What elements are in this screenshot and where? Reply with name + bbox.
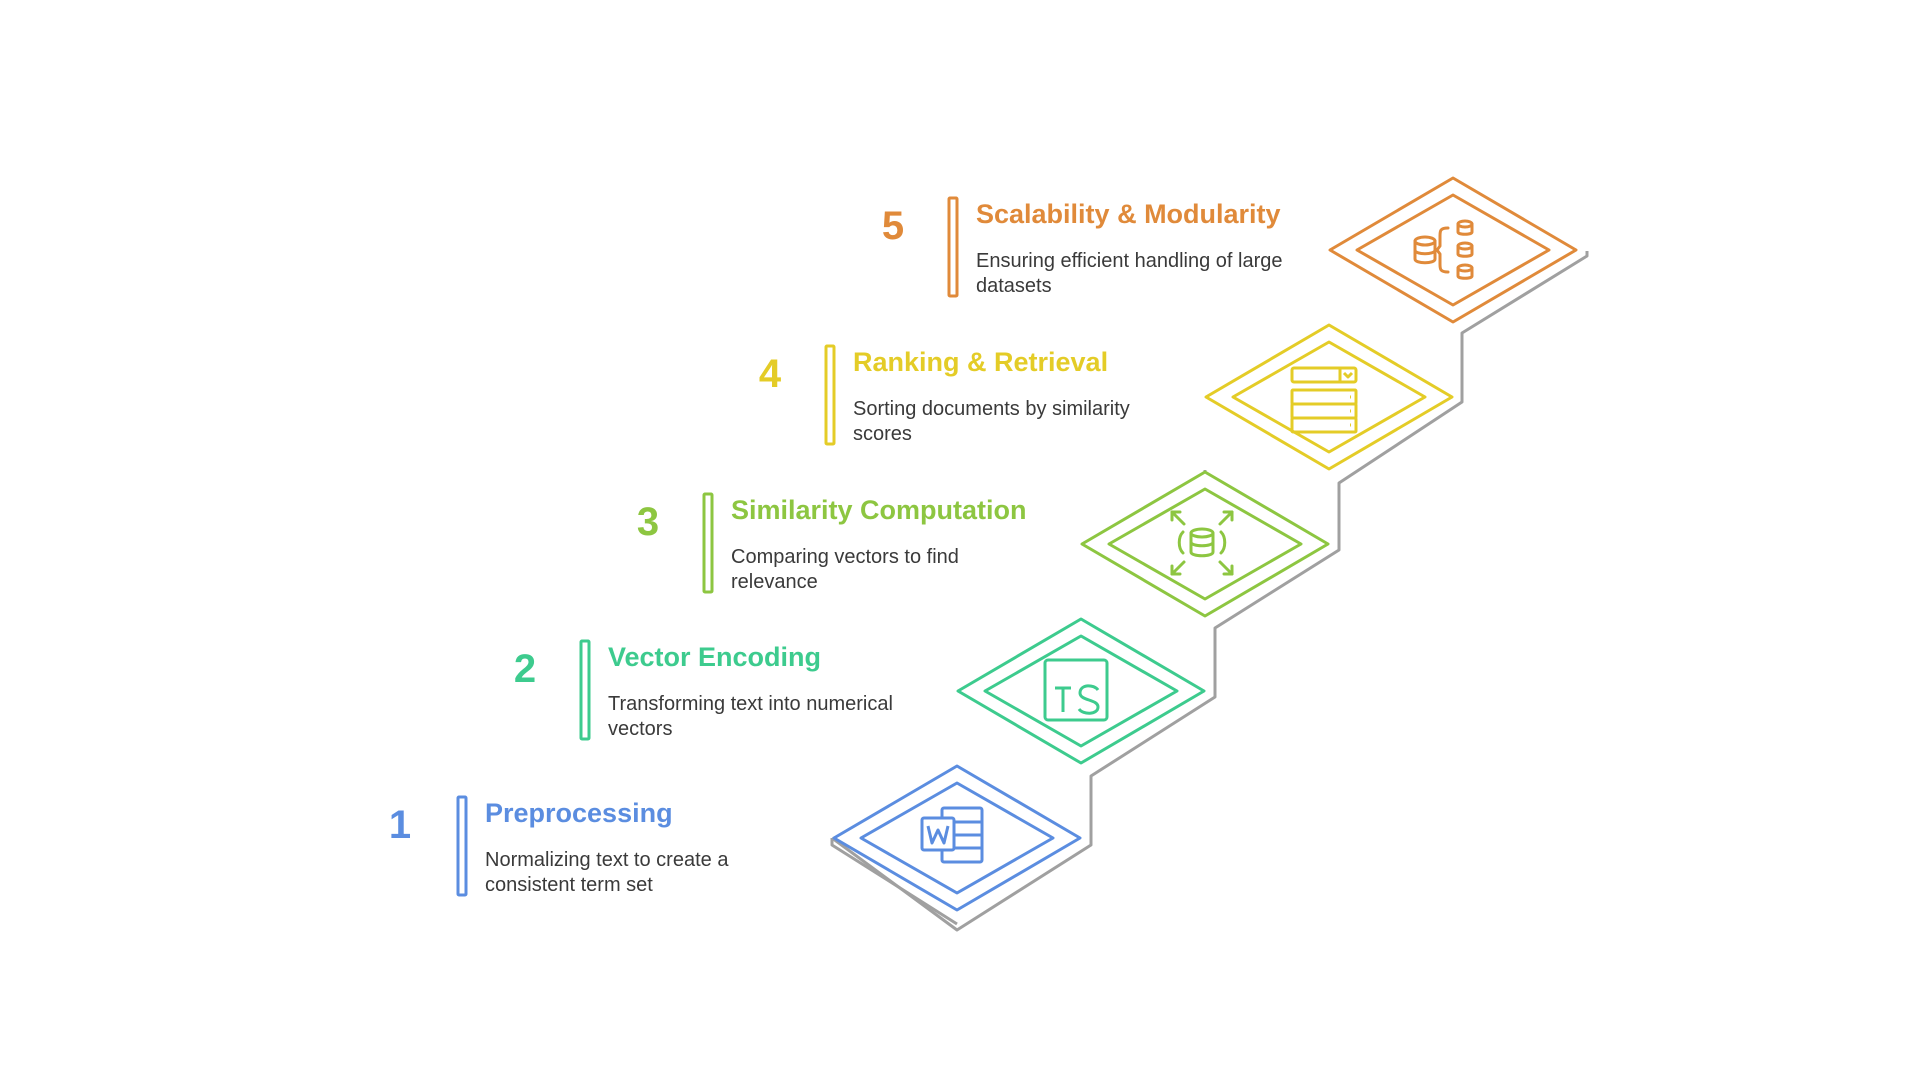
platform-outer-diamond (832, 764, 1082, 912)
platform-inner-diamond (1355, 193, 1551, 307)
step-accent-bar (702, 492, 714, 594)
platform-inner-diamond (983, 634, 1179, 748)
platform-outer-diamond (1328, 176, 1578, 324)
step-description-line: datasets (976, 275, 1052, 297)
step-number: 2 (514, 647, 536, 691)
database-hierarchy-icon (1413, 219, 1474, 280)
platform-outer-diamond (1204, 323, 1454, 471)
step-description-line: Transforming text into numerical (608, 693, 893, 715)
step-title: Similarity Computation (731, 495, 1027, 525)
step-description-line: Normalizing text to create a (485, 849, 729, 871)
step-description-line: vectors (608, 718, 672, 740)
step-title: Vector Encoding (608, 642, 821, 672)
step-title: Ranking & Retrieval (853, 347, 1108, 377)
step-accent-bar (824, 344, 836, 446)
step-description-line: consistent term set (485, 874, 653, 896)
platform-inner-diamond (1231, 340, 1427, 454)
platform-outer-diamond (1080, 470, 1330, 618)
step-3-platform (1080, 470, 1330, 618)
database-arrows-icon (1170, 510, 1234, 576)
step-description-line: Comparing vectors to find (731, 546, 959, 568)
step-title: Scalability & Modularity (976, 199, 1281, 229)
step-accent-bar (456, 795, 468, 897)
step-4-platform (1204, 323, 1454, 471)
step-description-line: Sorting documents by similarity (853, 398, 1130, 420)
step-5-platform (1328, 176, 1578, 324)
step-number: 1 (389, 803, 411, 847)
step-accent-bar (579, 639, 591, 741)
platform-inner-diamond (1107, 487, 1303, 601)
ranked-list-icon (1290, 366, 1358, 434)
step-accent-bar (947, 196, 959, 298)
step-1-platform (832, 764, 1082, 912)
word-document-icon (920, 806, 984, 864)
step-description-line: relevance (731, 571, 818, 593)
platform-inner-diamond (859, 781, 1055, 895)
step-description-line: Ensuring efficient handling of large (976, 250, 1283, 272)
step-number: 4 (759, 352, 782, 396)
step-title: Preprocessing (485, 798, 673, 828)
step-number: 5 (882, 204, 904, 248)
step-number: 3 (637, 500, 659, 544)
typescript-icon (1043, 658, 1109, 722)
step-description-line: scores (853, 423, 912, 445)
